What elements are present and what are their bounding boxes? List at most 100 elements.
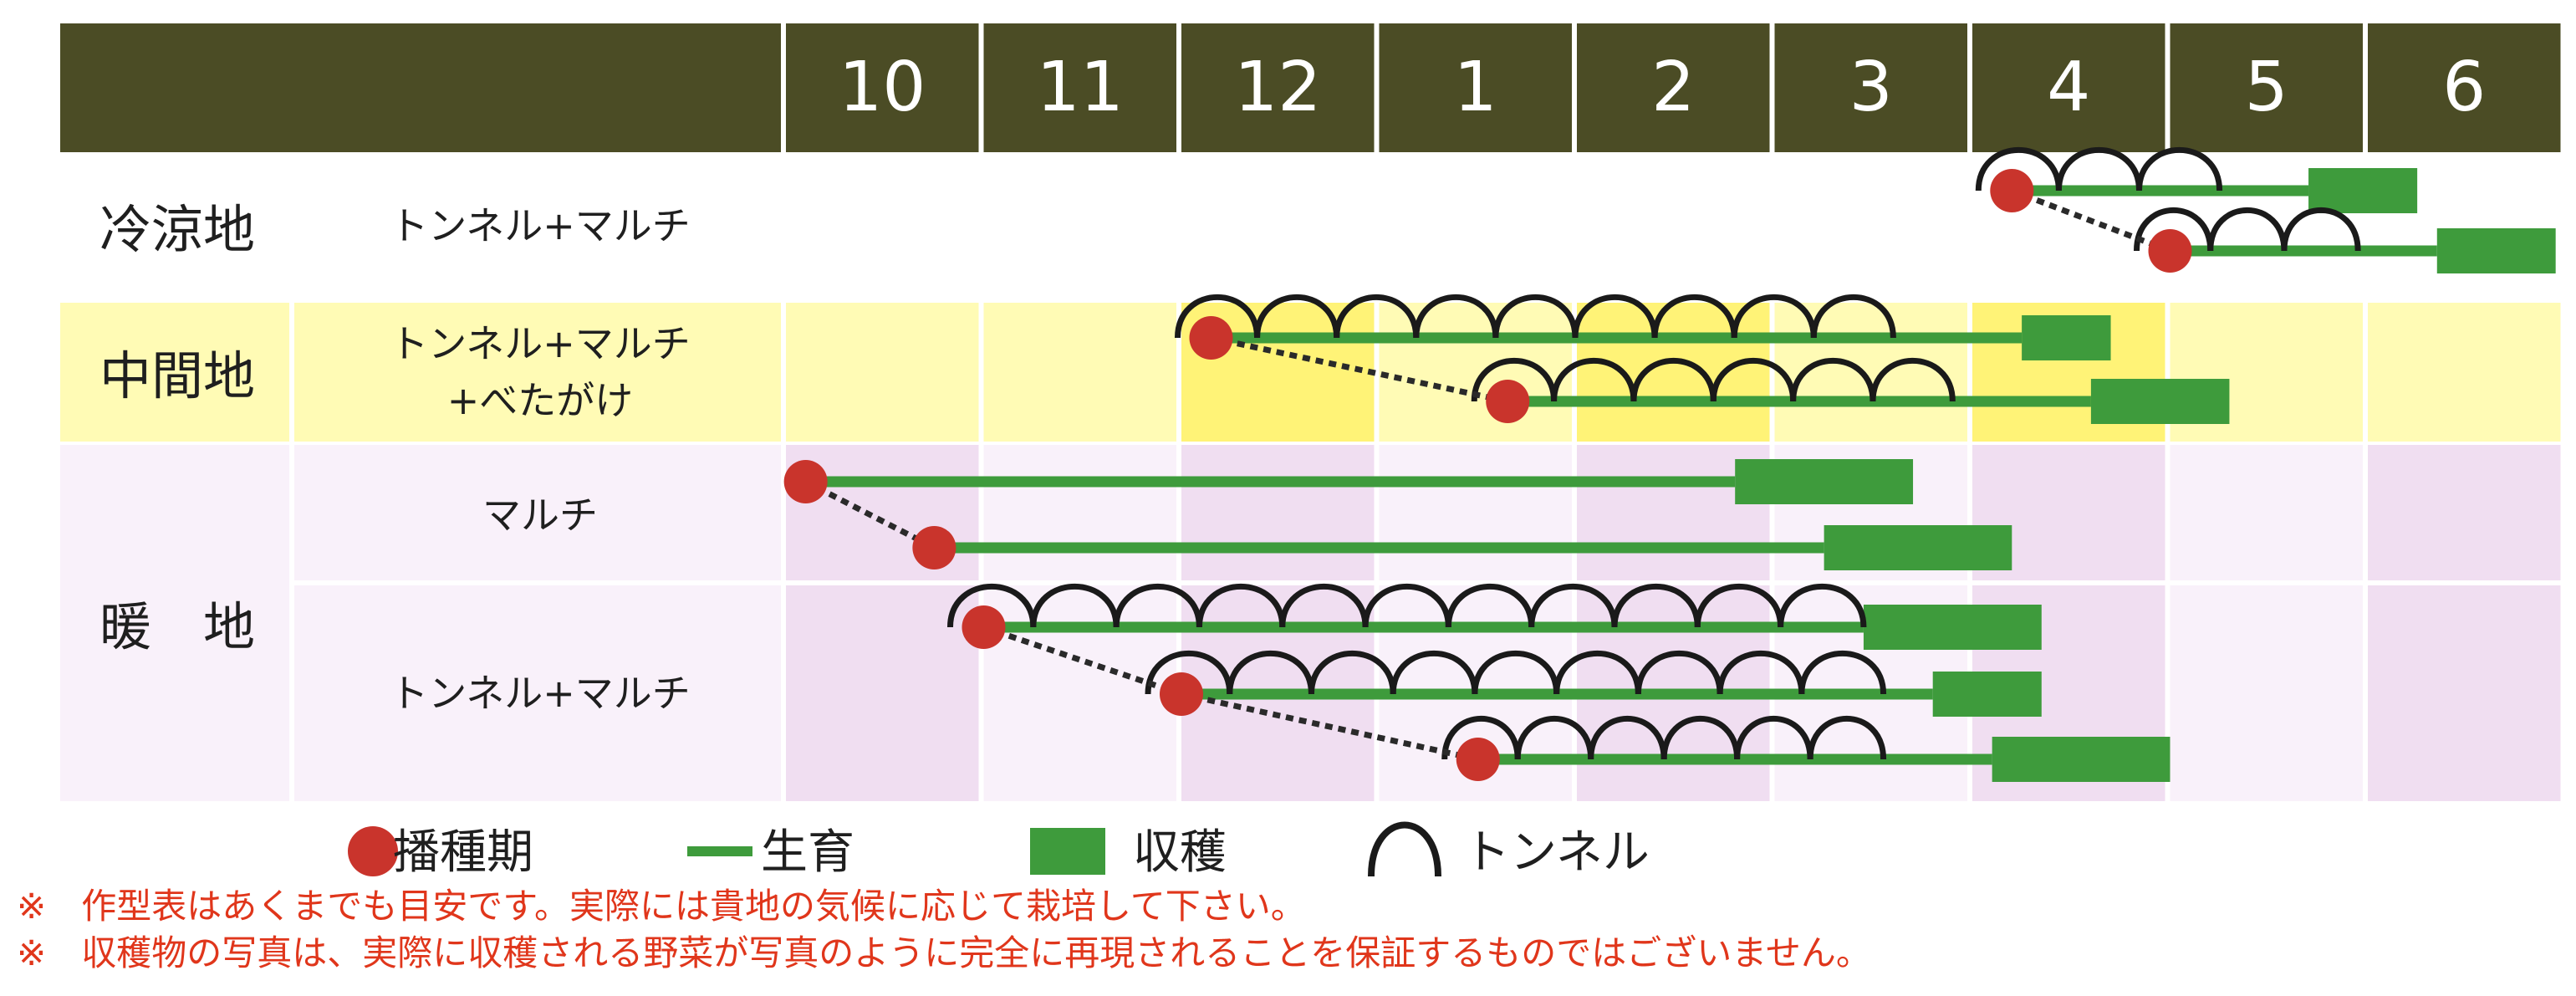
tunnel-arch bbox=[1716, 650, 1805, 695]
tunnel-arch bbox=[1734, 716, 1813, 760]
month-cell bbox=[1577, 152, 1770, 299]
sowing-dot bbox=[1160, 672, 1203, 716]
harvest-bar bbox=[2022, 315, 2111, 360]
note-line: ※ 収穫物の写真は、実際に収穫される野菜が写真のように完全に再現されることを保証… bbox=[17, 932, 1871, 973]
tunnel-arch bbox=[1975, 146, 2062, 192]
sowing-dot bbox=[783, 460, 828, 503]
month-label: 11 bbox=[1037, 48, 1124, 127]
region-name-cell bbox=[60, 445, 289, 801]
tunnel-arch bbox=[2134, 207, 2214, 252]
tunnel-arch bbox=[1145, 650, 1233, 695]
tunnel-arch bbox=[1660, 716, 1741, 760]
tunnel-arch bbox=[1651, 294, 1737, 339]
sowing-link bbox=[1181, 691, 1479, 763]
tunnel-arch bbox=[1630, 358, 1716, 402]
tunnel-arch bbox=[1492, 294, 1579, 339]
method-label: +べたがけ bbox=[447, 378, 634, 423]
notes: ※ 作型表はあくまでも目安です。実際には貴地の気候に応じて栽培して下さい。 ※ 収… bbox=[17, 886, 1871, 973]
region-name-cell bbox=[60, 152, 289, 299]
sowing-link bbox=[982, 624, 1183, 697]
sowing-link bbox=[2011, 187, 2171, 254]
month-cell bbox=[2170, 585, 2363, 801]
legend-sow-marker bbox=[348, 826, 398, 876]
method-label: トンネル+マルチ bbox=[390, 321, 691, 366]
month-cell bbox=[983, 152, 1176, 299]
legend-label: 収穫 bbox=[1133, 825, 1227, 880]
month-label: 4 bbox=[2047, 48, 2090, 127]
harvest-bar bbox=[2090, 379, 2230, 424]
tunnel-arch bbox=[947, 583, 1037, 628]
legend-label: トンネル bbox=[1463, 825, 1650, 880]
month-header-cell bbox=[1379, 23, 1572, 152]
tunnel-arch bbox=[1694, 583, 1784, 628]
month-cell bbox=[786, 585, 979, 801]
harvest-bar bbox=[1735, 459, 1914, 504]
tunnel-arch bbox=[1810, 294, 1896, 339]
tunnel-arch bbox=[1572, 294, 1658, 339]
month-header-cell bbox=[1972, 23, 2165, 152]
tunnel-arch bbox=[1308, 650, 1396, 695]
method-label-cell bbox=[294, 303, 781, 442]
month-label: 1 bbox=[1454, 48, 1497, 127]
method-label-cell bbox=[294, 585, 781, 801]
sowing-dot bbox=[1189, 316, 1233, 360]
sowing-link bbox=[1210, 335, 1508, 405]
month-cell bbox=[1379, 152, 1572, 299]
month-header-cell bbox=[1181, 23, 1375, 152]
region-name: 冷涼地 bbox=[99, 199, 255, 260]
month-header-cell bbox=[1774, 23, 1967, 152]
legend-label: 生育 bbox=[761, 825, 854, 880]
tunnel-arch bbox=[1472, 650, 1560, 695]
sowing-dot bbox=[1456, 738, 1500, 781]
harvest-bar bbox=[1824, 525, 2012, 570]
month-cell bbox=[1577, 303, 1770, 442]
harvest-bar bbox=[2436, 228, 2556, 273]
tunnel-arch bbox=[1227, 650, 1314, 695]
tunnel-arch bbox=[1588, 716, 1667, 760]
month-cell bbox=[2368, 445, 2561, 580]
legend-harvest-marker bbox=[1030, 828, 1105, 875]
month-label: 5 bbox=[2245, 48, 2288, 127]
tunnel-arch bbox=[1551, 358, 1637, 402]
method-label: マルチ bbox=[482, 493, 598, 538]
sowing-link bbox=[804, 478, 936, 551]
region-name: 中間地 bbox=[99, 345, 255, 406]
month-label: 2 bbox=[1651, 48, 1695, 127]
harvest-bar bbox=[1992, 737, 2170, 782]
month-cell bbox=[2368, 585, 2561, 801]
month-header-cell bbox=[2368, 23, 2561, 152]
tunnel-arch bbox=[1362, 583, 1451, 628]
tunnel-arch bbox=[1870, 358, 1956, 402]
header-label-cell bbox=[60, 23, 781, 152]
month-label: 3 bbox=[1849, 48, 1893, 127]
month-label: 12 bbox=[1234, 48, 1321, 127]
tunnel-arch bbox=[1441, 716, 1521, 760]
tunnel-arch bbox=[1413, 294, 1499, 339]
method-label: トンネル+マルチ bbox=[390, 203, 691, 248]
tunnel-arch bbox=[1807, 716, 1887, 760]
tunnel-arch bbox=[1390, 650, 1478, 695]
month-cell bbox=[1181, 445, 1375, 580]
tunnel-arch bbox=[2055, 146, 2143, 192]
tunnel-arch bbox=[1113, 583, 1202, 628]
harvest-bar bbox=[1863, 605, 2042, 650]
tunnel-arch bbox=[1528, 583, 1618, 628]
tunnel-arch bbox=[2136, 146, 2223, 192]
month-header-cell bbox=[983, 23, 1176, 152]
month-header-cell bbox=[786, 23, 979, 152]
tunnel-arch bbox=[2281, 207, 2361, 252]
region-name-cell bbox=[60, 303, 289, 442]
region-name: 暖 地 bbox=[99, 596, 255, 657]
method-label-cell bbox=[294, 445, 781, 580]
tunnel-arch bbox=[1635, 650, 1723, 695]
tunnel-arch bbox=[1174, 294, 1261, 339]
tunnel-arch bbox=[1731, 294, 1817, 339]
note-line: ※ 作型表はあくまでも目安です。実際には貴地の気候に応じて栽培して下さい。 bbox=[17, 886, 1306, 927]
sowing-dot bbox=[1990, 169, 2034, 212]
month-cell bbox=[786, 303, 979, 442]
tunnel-arch bbox=[1030, 583, 1120, 628]
month-cell bbox=[983, 585, 1176, 801]
sowing-dot bbox=[962, 605, 1006, 649]
